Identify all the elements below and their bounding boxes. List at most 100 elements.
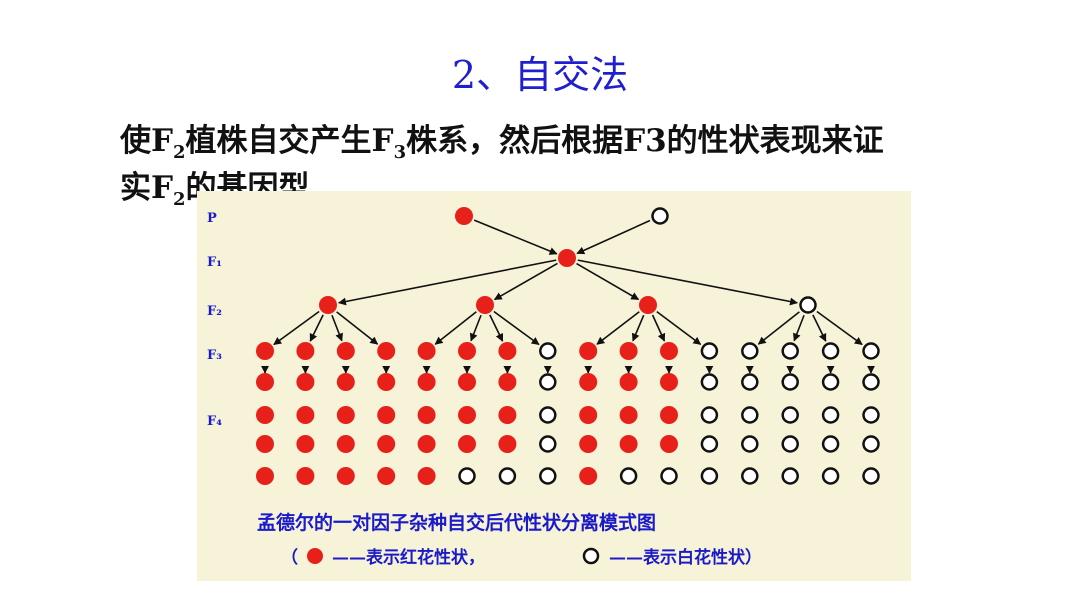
segregation-diagram: P F₁ F₂ F₃ F₄ 孟德尔的一对因子杂种自交后代性状分离模式图 （ ——… xyxy=(197,191,911,581)
legend-white-text: ——表示白花性状） xyxy=(609,547,762,568)
grid-plant-r2-c8 xyxy=(539,373,557,391)
grid-plant-r3-c6 xyxy=(458,406,476,424)
grid-plant-r1-c8 xyxy=(539,342,557,360)
grid-plant-r3-c16 xyxy=(862,406,880,424)
label-p: P xyxy=(207,211,217,226)
grid-plant-r5-c16 xyxy=(862,467,880,485)
slide-title: 2、自交法 xyxy=(451,53,629,97)
grid-plant-r2-c7 xyxy=(498,373,517,391)
grid-plant-r4-c8 xyxy=(539,435,557,453)
legend-red-dot xyxy=(307,548,323,564)
grid-plant-r5-c8 xyxy=(539,467,557,485)
grid-plant-r4-c4 xyxy=(377,435,396,453)
grid-plant-r3-c4 xyxy=(377,406,396,424)
label-f4: F₄ xyxy=(207,414,222,429)
grid-plant-r1-c13 xyxy=(741,342,759,360)
grid-plant-r2-c16 xyxy=(862,373,880,391)
p-to-f1-arrow-1 xyxy=(473,219,558,255)
grid-plant-r1-c16 xyxy=(862,342,880,360)
f1-to-f2-arrow-4 xyxy=(577,259,798,306)
f1-plant xyxy=(558,249,576,267)
grid-plant-r2-c11 xyxy=(660,373,678,391)
f1-to-f2-arrow-2 xyxy=(493,262,558,301)
grid-plant-r4-c5 xyxy=(417,435,436,453)
body-line-1: 使F2植株自交产生F3株系，然后根据F3的性状表现来证 xyxy=(120,123,884,164)
grid-plant-r1-c4 xyxy=(377,342,396,360)
f2-to-f3-arrow-14 xyxy=(793,314,805,342)
legend-open: （ xyxy=(281,547,298,568)
grid-plant-r2-c5 xyxy=(417,373,436,391)
grid-plant-r5-c11 xyxy=(660,467,678,485)
grid-plant-r3-c2 xyxy=(296,406,315,424)
grid-plant-r5-c9 xyxy=(579,467,598,485)
grid-plant-r4-c10 xyxy=(619,435,638,453)
grid-plant-r1-c1 xyxy=(256,342,274,360)
grid-plant-r4-c13 xyxy=(741,435,759,453)
grid-plant-r5-c1 xyxy=(256,467,274,485)
f2-to-f3-arrow-16 xyxy=(816,310,863,346)
legend-red-text: ——表示红花性状， xyxy=(332,547,485,568)
grid-plant-r4-c12 xyxy=(700,435,719,453)
grid-plant-r5-c13 xyxy=(741,467,759,485)
grid-plant-r3-c14 xyxy=(781,406,799,424)
grid-plant-r4-c14 xyxy=(781,435,799,453)
cross-arrows xyxy=(261,219,875,374)
grid-plant-r3-c12 xyxy=(700,406,719,424)
grid-plant-r5-c3 xyxy=(336,467,355,485)
grid-plant-r4-c1 xyxy=(256,435,274,453)
grid-plant-r2-c13 xyxy=(741,373,759,391)
f2-plant-4 xyxy=(799,296,817,314)
grid-plant-r2-c1 xyxy=(256,373,274,391)
grid-plant-r4-c7 xyxy=(498,435,517,453)
grid-plant-r3-c5 xyxy=(417,406,436,424)
grid-plant-r1-c11 xyxy=(660,342,678,360)
grid-plant-r3-c9 xyxy=(579,406,598,424)
grid-plant-r5-c12 xyxy=(700,467,719,485)
plant-dots xyxy=(256,207,880,485)
grid-plant-r5-c2 xyxy=(296,467,315,485)
f2-plant-1 xyxy=(319,296,337,314)
grid-plant-r4-c15 xyxy=(821,435,840,453)
grid-plant-r1-c9 xyxy=(579,342,598,360)
f2-to-f3-arrow-5 xyxy=(434,311,477,345)
grid-plant-r4-c11 xyxy=(660,435,678,453)
grid-plant-r5-c14 xyxy=(781,467,799,485)
grid-plant-r5-c10 xyxy=(619,467,638,485)
f2-to-f3-arrow-4 xyxy=(336,311,379,345)
grid-plant-r5-c4 xyxy=(377,467,396,485)
f1-to-f2-arrow-1 xyxy=(338,259,557,306)
label-f1: F₁ xyxy=(207,255,222,270)
f2-to-f3-arrow-3 xyxy=(331,314,343,342)
grid-plant-r2-c9 xyxy=(579,373,598,391)
grid-plant-r5-c15 xyxy=(821,467,840,485)
grid-plant-r2-c10 xyxy=(619,373,638,391)
grid-plant-r2-c12 xyxy=(700,373,719,391)
f2-to-f3-arrow-8 xyxy=(493,310,540,346)
f2-to-f3-arrow-1 xyxy=(273,310,320,346)
grid-plant-r3-c15 xyxy=(821,406,840,424)
grid-plant-r1-c2 xyxy=(296,342,315,360)
grid-plant-r2-c14 xyxy=(781,373,799,391)
grid-plant-r4-c2 xyxy=(296,435,315,453)
f2-plant-3 xyxy=(639,296,657,314)
grid-plant-r2-c3 xyxy=(336,373,355,391)
grid-plant-r3-c7 xyxy=(498,406,517,424)
f2-to-f3-arrow-15 xyxy=(812,314,827,342)
grid-plant-r3-c1 xyxy=(256,406,274,424)
grid-plant-r5-c7 xyxy=(498,467,517,485)
legend-white-dot xyxy=(582,547,600,565)
f2-plant-2 xyxy=(476,296,494,314)
f2-to-f3-arrow-11 xyxy=(651,314,666,342)
grid-plant-r1-c12 xyxy=(700,342,719,360)
grid-plant-r5-c5 xyxy=(417,467,436,485)
grid-plant-r5-c6 xyxy=(458,467,476,485)
f2-to-f3-arrow-2 xyxy=(309,314,324,342)
p-to-f1-arrow-2 xyxy=(576,219,651,255)
grid-plant-r1-c15 xyxy=(821,342,840,360)
grid-plant-r1-c14 xyxy=(781,342,799,360)
label-f2: F₂ xyxy=(207,304,222,319)
f2-to-f3-arrow-9 xyxy=(596,311,640,345)
grid-plant-r3-c10 xyxy=(619,406,638,424)
grid-plant-r2-c2 xyxy=(296,373,315,391)
grid-plant-r4-c6 xyxy=(458,435,476,453)
